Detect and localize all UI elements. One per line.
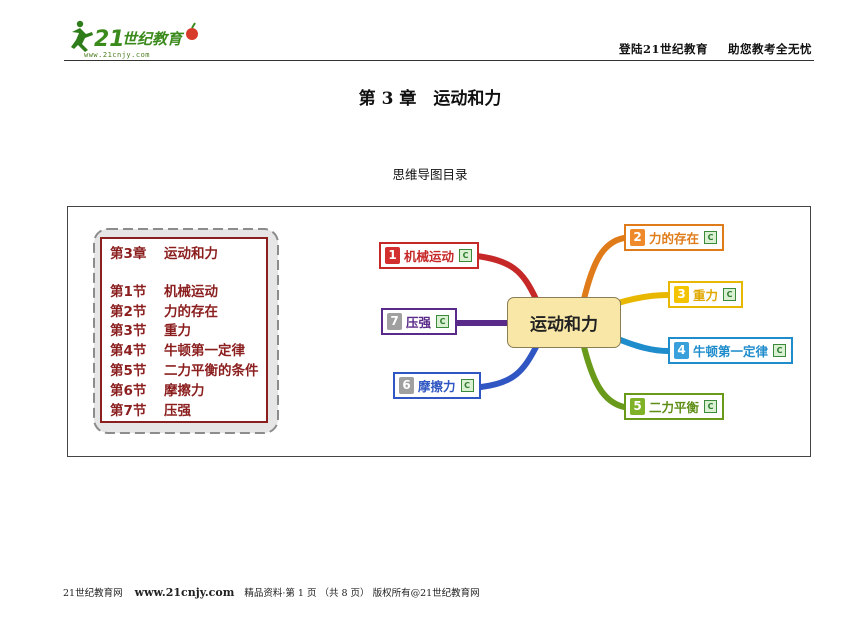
topic-node-1: 1 机械运动 C bbox=[379, 242, 480, 269]
page-footer: 21世纪教育网 www.21cnjy.com 精品资料·第 1 页 （共 8 页） … bbox=[63, 585, 480, 599]
branch-connectors bbox=[454, 235, 671, 410]
footer-url[interactable]: www.21cnjy.com bbox=[134, 586, 235, 599]
node-number-badge: 1 bbox=[385, 247, 400, 264]
note-icon: C bbox=[773, 344, 787, 357]
note-icon: C bbox=[459, 249, 473, 262]
footer-page-info: 精品资料·第 1 页 （共 8 页） 版权所有@21世纪教育网 bbox=[244, 588, 480, 599]
chapter-title: 第 3 章 运动和力 bbox=[358, 89, 502, 109]
central-topic: 运动和力 bbox=[507, 297, 621, 348]
toc-section: 第3节重力 bbox=[110, 323, 191, 340]
toc-chapter: 第3章运动和力 bbox=[110, 246, 218, 262]
page-header: 21 世纪教育 www.21cnjy.com 登陆21世纪教育 助您教考全无忧 bbox=[64, 14, 814, 61]
note-icon: C bbox=[704, 231, 718, 244]
toc-section: 第1节机械运动 bbox=[110, 283, 218, 300]
slogan-left: 登陆21世纪教育 bbox=[618, 42, 708, 56]
toc-section: 第2节力的存在 bbox=[110, 303, 218, 320]
node-label: 机械运动 bbox=[404, 249, 455, 264]
note-icon: C bbox=[704, 400, 718, 413]
topic-node-2: 2 力的存在 C bbox=[624, 224, 725, 251]
toc-section: 第6节摩擦力 bbox=[110, 382, 205, 399]
toc-list: 第3章运动和力 第1节机械运动 第2节力的存在 第3节重力 第4节牛顿第一定律 … bbox=[100, 237, 268, 423]
toc-section: 第5节二力平衡的条件 bbox=[110, 362, 259, 379]
note-icon: C bbox=[460, 379, 474, 392]
node-label: 压强 bbox=[406, 315, 432, 330]
node-number-badge: 4 bbox=[674, 342, 689, 359]
svg-text:21: 21 bbox=[94, 27, 125, 52]
node-label: 摩擦力 bbox=[418, 379, 456, 394]
node-label: 牛顿第一定律 bbox=[693, 344, 769, 359]
node-number-badge: 2 bbox=[630, 229, 645, 246]
topic-node-7: 7 压强 C bbox=[381, 308, 457, 335]
header-slogan: 登陆21世纪教育 助您教考全无忧 bbox=[619, 41, 812, 57]
topic-node-6: 6 摩擦力 C bbox=[393, 372, 481, 399]
slogan-right: 助您教考全无忧 bbox=[728, 42, 812, 56]
note-icon: C bbox=[436, 315, 450, 328]
note-icon: C bbox=[723, 288, 737, 301]
toc-section: 第7节压强 bbox=[110, 402, 191, 419]
node-number-badge: 7 bbox=[387, 313, 402, 330]
logo-graphic: 21 世纪教育 bbox=[71, 20, 198, 52]
mindmap-figure: 第3章运动和力 第1节机械运动 第2节力的存在 第3节重力 第4节牛顿第一定律 … bbox=[67, 206, 811, 457]
logo: 21 世纪教育 www.21cnjy.com bbox=[64, 18, 214, 59]
footer-site-name: 21世纪教育网 bbox=[63, 588, 123, 599]
toc-card: 第3章运动和力 第1节机械运动 第2节力的存在 第3节重力 第4节牛顿第一定律 … bbox=[86, 227, 284, 434]
topic-node-5: 5 二力平衡 C bbox=[624, 393, 725, 420]
node-label: 重力 bbox=[693, 288, 719, 303]
node-number-badge: 5 bbox=[630, 398, 645, 415]
node-number-badge: 6 bbox=[399, 377, 414, 394]
toc-section: 第4节牛顿第一定律 bbox=[110, 343, 245, 360]
topic-node-4: 4 牛顿第一定律 C bbox=[668, 337, 794, 364]
node-label: 力的存在 bbox=[649, 231, 700, 246]
mindmap-caption: 思维导图目录 bbox=[392, 167, 468, 182]
node-label: 二力平衡 bbox=[649, 400, 700, 415]
svg-text:世纪教育: 世纪教育 bbox=[122, 30, 185, 48]
topic-node-3: 3 重力 C bbox=[668, 281, 744, 308]
node-number-badge: 3 bbox=[674, 286, 689, 303]
logo-url: www.21cnjy.com bbox=[84, 51, 151, 59]
